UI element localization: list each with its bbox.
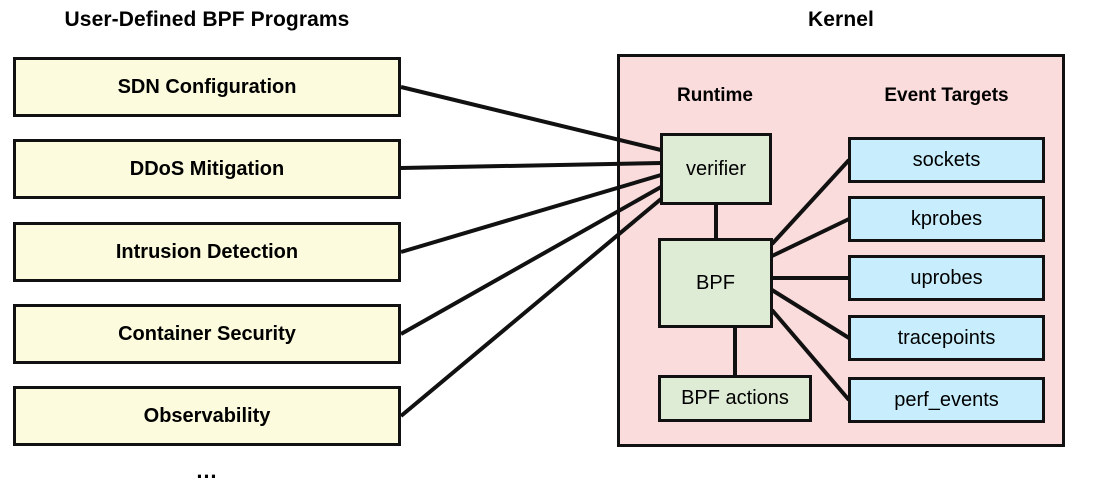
program-label: Container Security [118,322,296,345]
runtime-node-bpf-actions[interactable]: BPF actions [658,375,812,422]
event-target-kprobes[interactable]: kprobes [848,196,1045,242]
runtime-node-label: verifier [685,157,746,180]
runtime-node-bpf[interactable]: BPF [658,238,773,328]
runtime-node-label: BPF actions [681,387,789,409]
program-box-container-security[interactable]: Container Security [13,304,401,364]
programs-ellipsis: … [195,458,219,483]
page-title-user-programs: User-Defined BPF Programs [64,8,350,31]
page-title-kernel: Kernel [808,8,874,31]
program-box-ddos-mitigation[interactable]: DDoS Mitigation [13,139,401,199]
program-box-sdn-configuration[interactable]: SDN Configuration [13,57,401,117]
event-target-label: tracepoints [897,326,996,349]
event-target-sockets[interactable]: sockets [848,137,1045,183]
program-box-intrusion-detection[interactable]: Intrusion Detection [13,222,401,282]
event-target-label: kprobes [910,207,983,230]
runtime-node-label: BPF [696,271,735,294]
event-target-tracepoints[interactable]: tracepoints [848,315,1045,361]
event-target-label: sockets [912,148,981,171]
program-label: SDN Configuration [117,75,297,98]
event-target-uprobes[interactable]: uprobes [848,255,1045,301]
runtime-node-verifier[interactable]: verifier [660,133,772,205]
column-title-runtime: Runtime [677,85,753,106]
program-label: Observability [143,404,271,427]
program-label: DDoS Mitigation [129,157,285,180]
column-title-event-targets: Event Targets [884,85,1009,106]
event-target-label: perf_events [894,388,999,411]
event-target-perf-events[interactable]: perf_events [848,377,1045,423]
event-target-label: uprobes [910,266,983,289]
program-box-observability[interactable]: Observability [13,386,401,446]
program-label: Intrusion Detection [115,240,299,263]
